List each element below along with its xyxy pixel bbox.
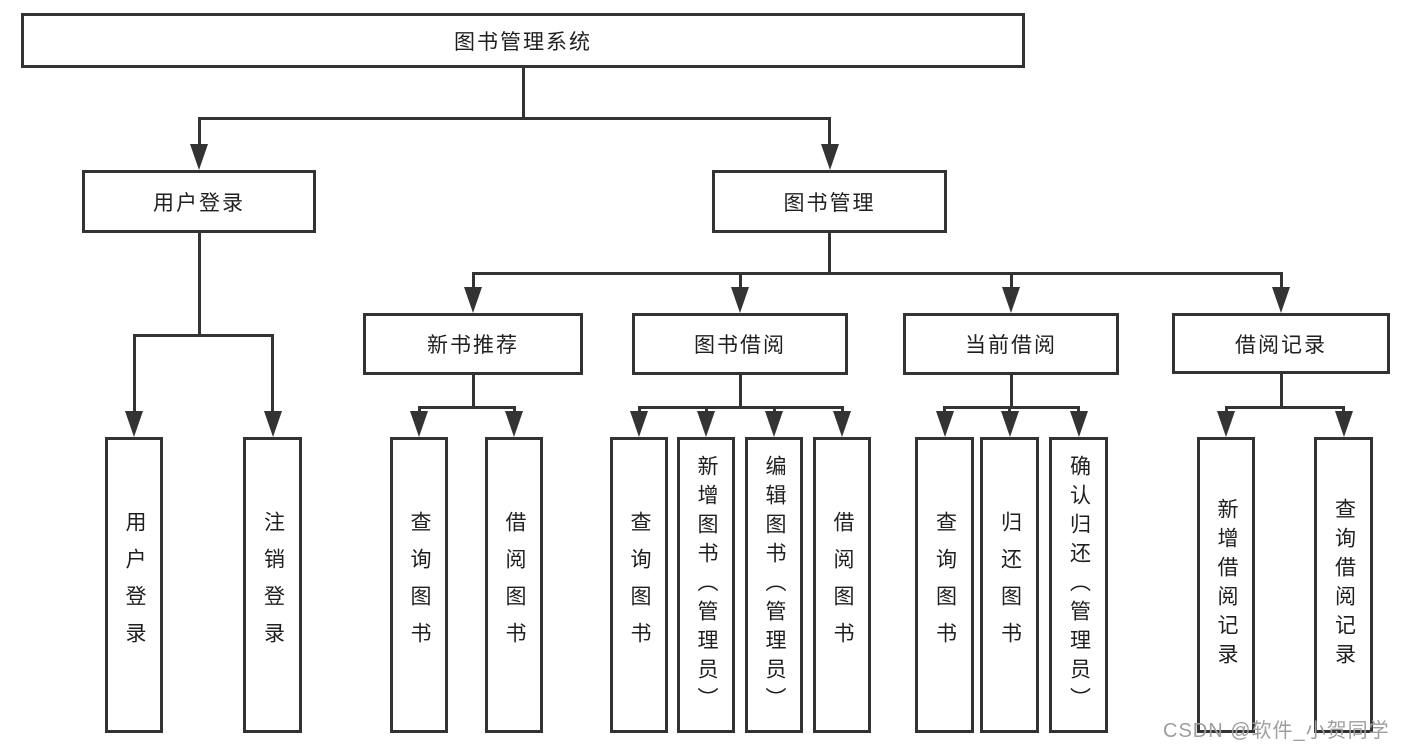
arrow-down-icon [1334, 411, 1353, 437]
connector-stem-book-borrow [738, 375, 742, 407]
connector-bar-user-login [132, 333, 274, 337]
node-user-login: 用户登录 [82, 170, 316, 233]
connector-drop-leaf-edit-book [772, 407, 776, 412]
connector-drop-new-book-rec [471, 273, 475, 288]
node-leaf-borrow-book-2: 借阅图书 [813, 437, 871, 733]
connector-drop-leaf-add-book [704, 407, 708, 412]
connector-stem-new-book-rec [471, 375, 475, 407]
node-root: 图书管理系统 [21, 13, 1025, 68]
connector-drop-leaf-borrow-book-1 [512, 407, 516, 412]
node-leaf-confirm-return: 确认归还（管理员） [1049, 437, 1108, 733]
connector-drop-leaf-confirm-return [1077, 407, 1080, 412]
connector-bar-borrow-records [1224, 405, 1345, 409]
connector-drop-leaf-logout [271, 335, 274, 412]
arrow-down-icon [505, 411, 523, 437]
node-label-book-mgmt: 图书管理 [783, 191, 876, 215]
node-label-leaf-borrow-book-2: 借阅图书 [831, 511, 854, 659]
node-label-leaf-query-book-1: 查询图书 [408, 511, 431, 659]
arrow-down-icon [630, 411, 648, 437]
node-current-borrow: 当前借阅 [903, 313, 1119, 375]
node-new-book-rec: 新书推荐 [363, 313, 583, 375]
arrow-down-icon [1272, 287, 1290, 313]
node-label-current-borrow: 当前借阅 [965, 334, 1057, 357]
connector-drop-current-borrow [1009, 273, 1013, 288]
arrow-down-icon [1002, 287, 1020, 313]
node-book-mgmt: 图书管理 [712, 170, 947, 233]
connector-stem-current-borrow [1009, 375, 1013, 407]
node-label-leaf-return-book: 归还图书 [998, 511, 1022, 659]
arrow-down-icon [731, 287, 749, 313]
arrow-down-icon [697, 411, 715, 437]
node-label-borrow-records: 借阅记录 [1235, 333, 1327, 357]
node-label-book-borrow: 图书借阅 [694, 334, 786, 357]
connector-bar-new-book-rec [417, 405, 516, 409]
node-label-root: 图书管理系统 [454, 30, 592, 54]
arrow-down-icon [410, 411, 428, 437]
node-label-leaf-borrow-book-1: 借阅图书 [503, 511, 526, 659]
connector-bar-book-borrow [637, 405, 844, 409]
connector-bar-current-borrow [943, 405, 1080, 409]
node-borrow-records: 借阅记录 [1172, 313, 1390, 374]
connector-stem-root [521, 68, 525, 118]
connector-drop-book-borrow [738, 273, 742, 288]
node-label-leaf-add-book: 新增图书（管理员） [695, 454, 718, 716]
arrow-down-icon [1217, 411, 1235, 437]
arrow-down-icon [935, 411, 954, 437]
connector-stem-borrow-records [1279, 374, 1283, 407]
arrow-down-icon [765, 411, 783, 437]
connector-drop-leaf-return-book [1008, 407, 1011, 412]
connector-drop-leaf-query-record [1342, 407, 1345, 412]
arrow-down-icon [833, 411, 851, 437]
node-label-leaf-query-book-3: 查询图书 [933, 511, 957, 659]
node-leaf-borrow-book-1: 借阅图书 [485, 437, 543, 733]
node-label-leaf-user-login: 用户登录 [123, 511, 146, 659]
watermark-text: CSDN @软件_小贺同学 [1163, 720, 1390, 742]
connector-drop-leaf-query-book-1 [417, 407, 421, 412]
connector-stem-book-mgmt [828, 233, 831, 273]
node-label-leaf-query-record: 查询借阅记录 [1332, 498, 1356, 672]
node-leaf-query-book-1: 查询图书 [390, 437, 448, 733]
connector-bar-book-mgmt [471, 271, 1283, 275]
connector-drop-leaf-borrow-book-2 [840, 407, 844, 412]
connector-drop-user-login [197, 118, 201, 145]
node-label-leaf-logout: 注销登录 [261, 511, 285, 659]
node-leaf-query-book-2: 查询图书 [610, 437, 668, 733]
connector-drop-leaf-add-record [1224, 407, 1228, 412]
node-leaf-query-record: 查询借阅记录 [1314, 437, 1373, 733]
node-leaf-add-book: 新增图书（管理员） [677, 437, 735, 733]
node-book-borrow: 图书借阅 [632, 313, 848, 375]
connector-drop-borrow-records [1279, 273, 1283, 288]
connector-bar-root [197, 116, 831, 120]
arrow-down-icon [1069, 411, 1088, 437]
node-label-user-login: 用户登录 [153, 191, 245, 215]
connector-drop-book-mgmt [828, 118, 831, 145]
node-leaf-add-record: 新增借阅记录 [1197, 437, 1255, 733]
node-leaf-logout: 注销登录 [243, 437, 302, 733]
node-leaf-user-login: 用户登录 [105, 437, 163, 733]
node-label-leaf-confirm-return: 确认归还（管理员） [1067, 454, 1091, 716]
arrow-down-icon [125, 411, 143, 437]
connector-drop-leaf-user-login [132, 335, 136, 412]
node-label-new-book-rec: 新书推荐 [427, 334, 519, 357]
node-label-leaf-add-record: 新增借阅记录 [1215, 498, 1238, 672]
arrow-down-icon [263, 411, 282, 437]
arrow-down-icon [820, 144, 839, 170]
arrow-down-icon [464, 287, 482, 313]
node-label-leaf-edit-book: 编辑图书（管理员） [763, 454, 786, 716]
node-leaf-query-book-3: 查询图书 [915, 437, 974, 733]
arrow-down-icon [1000, 411, 1019, 437]
connector-stem-user-login [197, 233, 201, 335]
connector-drop-leaf-query-book-2 [637, 407, 641, 412]
node-leaf-return-book: 归还图书 [980, 437, 1039, 733]
connector-drop-leaf-query-book-3 [943, 407, 946, 412]
node-leaf-edit-book: 编辑图书（管理员） [745, 437, 803, 733]
arrow-down-icon [190, 144, 208, 170]
node-label-leaf-query-book-2: 查询图书 [628, 511, 651, 659]
